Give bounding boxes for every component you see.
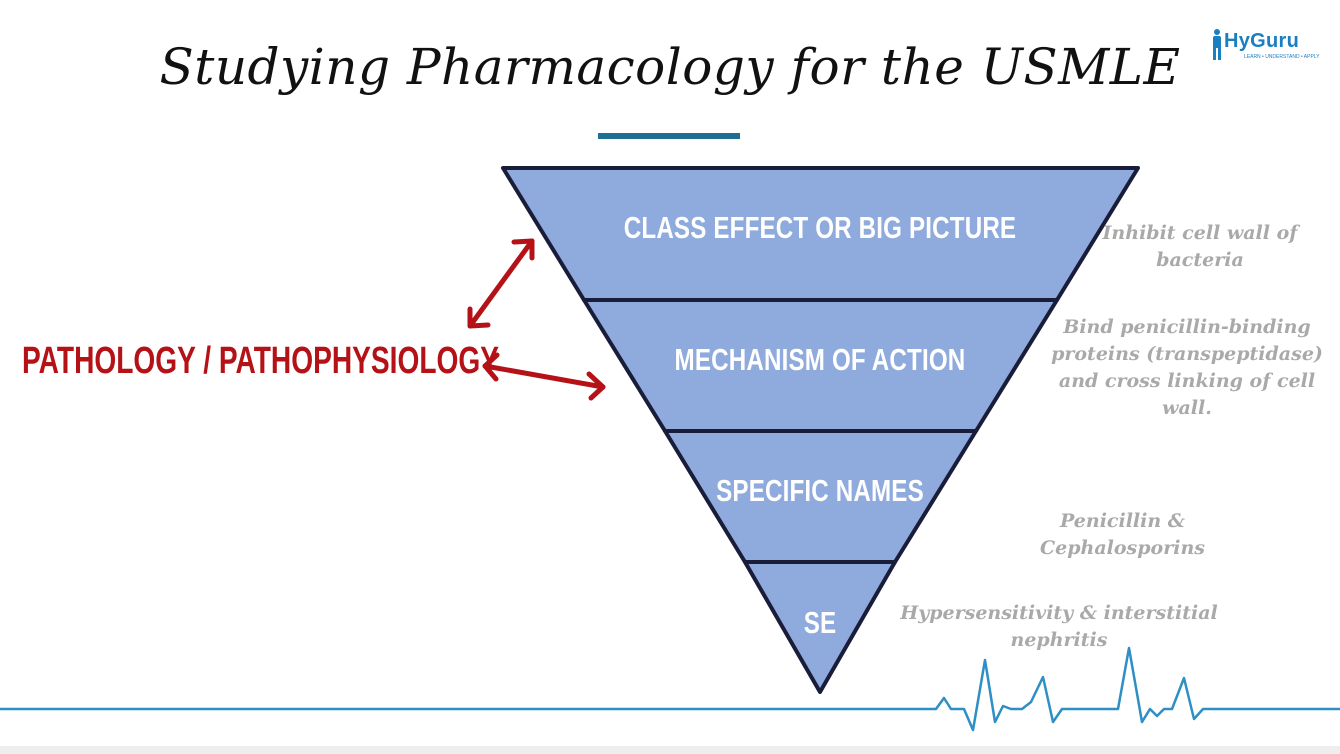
note-specific-names: Penicillin & Cephalosporins <box>1040 510 1205 559</box>
footer-band <box>0 746 1340 754</box>
logo-wordmark: HyGuru <box>1224 30 1300 52</box>
arrow-to-mechanism <box>482 352 606 401</box>
arrow-to-class-effect <box>467 238 535 329</box>
note-class-effect: Inhibit cell wall of bacteria <box>1102 222 1298 271</box>
hyguru-logo: HyGuru LEARN • UNDERSTAND • APPLY <box>1210 28 1328 66</box>
logo-tagline: LEARN • UNDERSTAND • APPLY <box>1244 54 1320 60</box>
tier-class-effect-label: CLASS EFFECT OR BIG PICTURE <box>623 210 1017 245</box>
tier-mechanism-label: MECHANISM OF ACTION <box>674 342 966 377</box>
title-underline <box>598 133 740 139</box>
note-side-effects: Hypersensitivity & interstitial nephriti… <box>900 602 1218 651</box>
person-icon <box>1213 29 1221 60</box>
note-mechanism: Bind penicillin-binding proteins (transp… <box>1051 316 1323 419</box>
tier-specific-names-label: SPECIFIC NAMES <box>716 473 924 508</box>
tier-se-label: SE <box>803 605 837 640</box>
pathology-label: PATHOLOGY / PATHOPHYSIOLOGY <box>22 340 500 382</box>
slide-title: Studying Pharmacology for the USMLE <box>159 38 1181 96</box>
ecg-line <box>0 646 1340 732</box>
tier-4-shape <box>743 560 897 694</box>
